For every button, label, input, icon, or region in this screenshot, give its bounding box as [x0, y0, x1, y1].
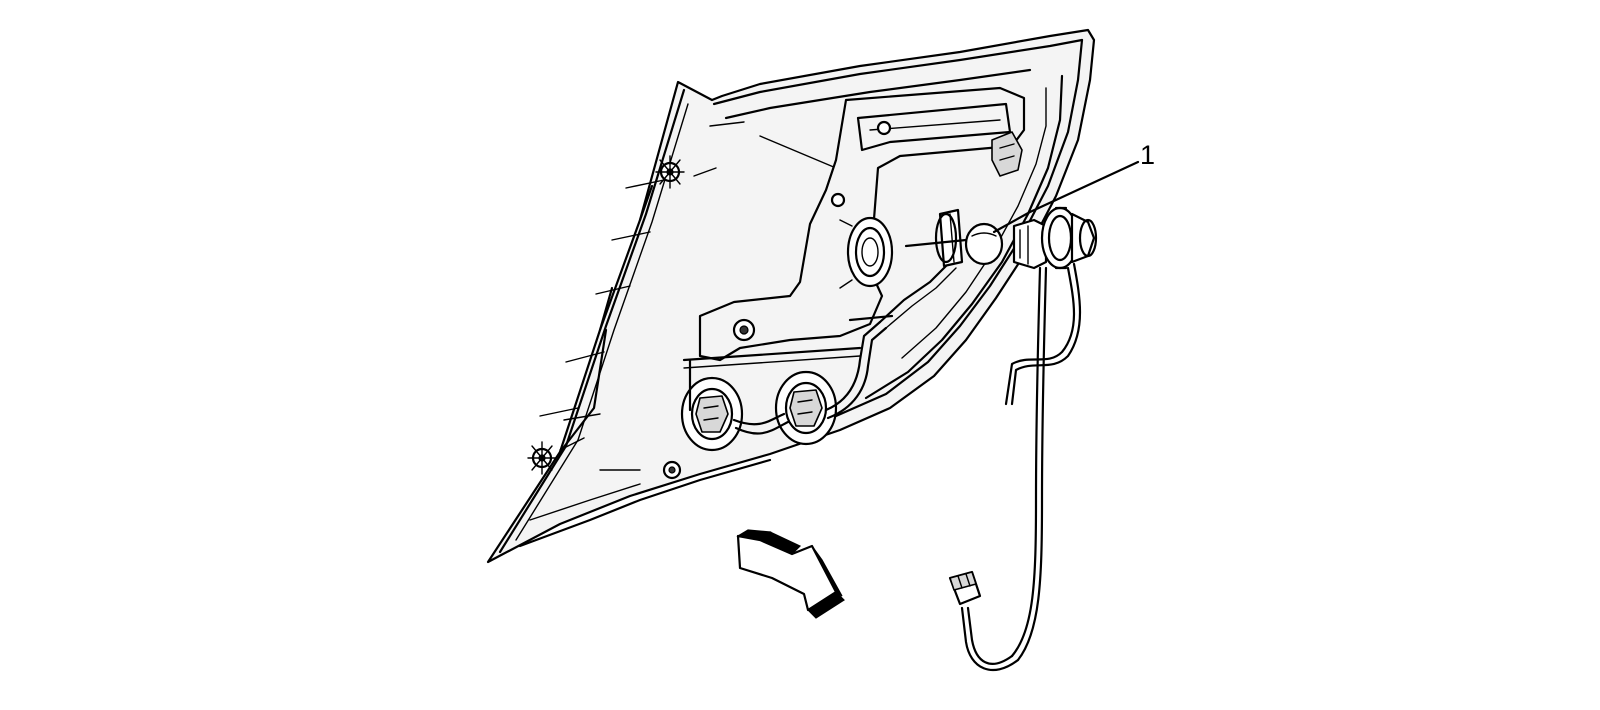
pigtail-connector [948, 570, 982, 606]
wiring-harness [662, 260, 957, 480]
bulb [964, 222, 1004, 266]
lower-socket-left [680, 376, 744, 452]
removal-direction-arrow-icon [736, 529, 845, 619]
bulb-socket [1012, 206, 1098, 270]
callout-1-label: 1 [1140, 140, 1155, 170]
socket-pigtail-wire [960, 262, 1082, 671]
mounting-stud-upper [655, 155, 685, 189]
callout-1: 1 [904, 140, 1155, 248]
bulb-seat [934, 208, 964, 268]
upper-socket-opening [839, 216, 894, 289]
lower-socket-right [774, 370, 838, 446]
mounting-stud-lower [527, 441, 557, 475]
